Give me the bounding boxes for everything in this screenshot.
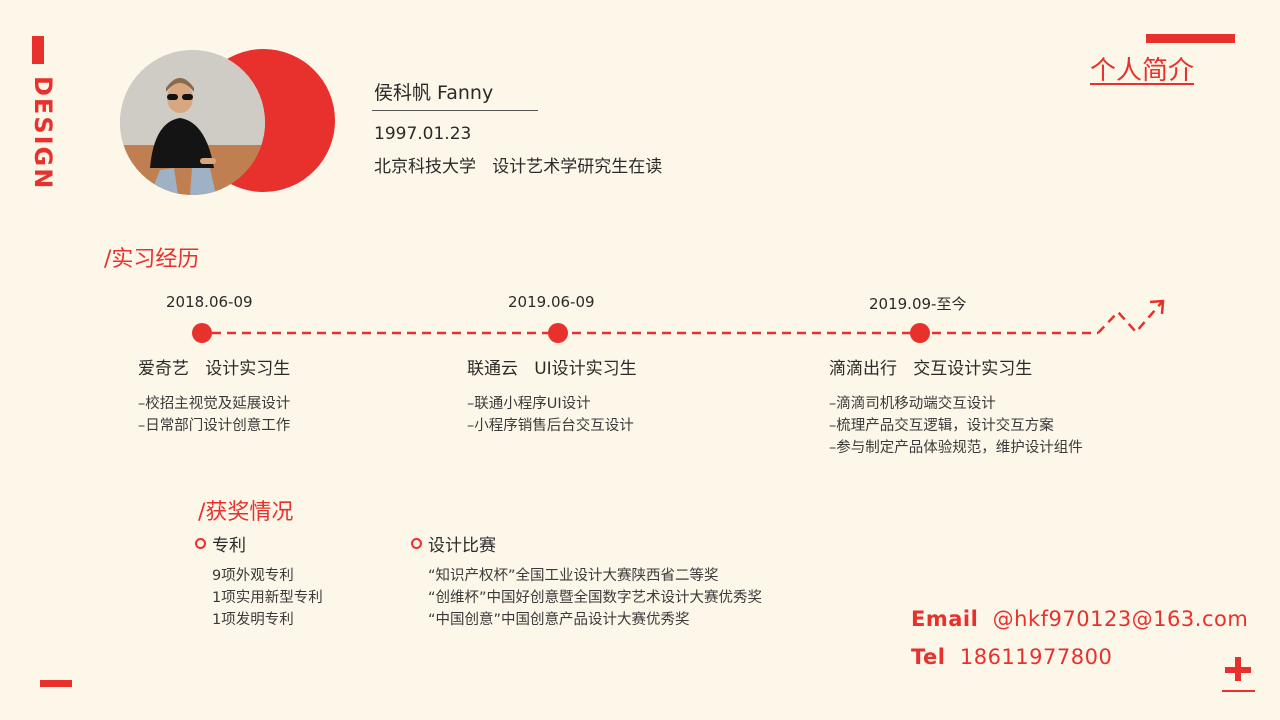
list-item: “中国创意”中国创意产品设计大赛优秀奖 <box>428 612 690 628</box>
tel-label: Tel <box>911 645 946 669</box>
list-item: “创维杯”中国好创意暨全国数字艺术设计大赛优秀奖 <box>428 590 763 606</box>
contact-email: Email @hkf970123@163.com <box>911 607 1248 631</box>
timeline-dot-3 <box>910 323 930 343</box>
side-label: DESIGN <box>29 76 57 191</box>
page-title: 个人简介 <box>1090 56 1195 86</box>
list-item: –日常部门设计创意工作 <box>138 418 291 434</box>
list-item: “知识产权杯”全国工业设计大赛陕西省二等奖 <box>428 568 719 584</box>
timeline-items-1: –校招主视觉及延展设计 –日常部门设计创意工作 <box>138 393 290 437</box>
avatar-photo <box>120 50 265 195</box>
timeline-items-2: –联通小程序UI设计 –小程序销售后台交互设计 <box>467 393 634 437</box>
patent-list: 9项外观专利 1项实用新型专利 1项发明专利 <box>212 565 323 631</box>
competition-list: “知识产权杯”全国工业设计大赛陕西省二等奖 “创维杯”中国好创意暨全国数字艺术设… <box>428 565 762 631</box>
plus-underline <box>1222 690 1255 692</box>
competition-label: 设计比赛 <box>428 536 496 556</box>
avatar <box>120 50 265 195</box>
timeline-line <box>212 299 1165 335</box>
ring-bullet-icon <box>195 538 206 549</box>
plus-icon-vertical <box>1235 657 1241 681</box>
awards-heading: /获奖情况 <box>198 500 294 525</box>
patent-label: 专利 <box>212 536 246 556</box>
name-divider <box>372 110 538 111</box>
timeline-company-2: 联通云 UI设计实习生 <box>467 359 637 379</box>
side-accent-bar-top <box>32 36 44 64</box>
ring-bullet-icon <box>411 538 422 549</box>
title-accent-bar <box>1146 34 1235 43</box>
timeline-company-1: 爱奇艺 设计实习生 <box>138 359 291 379</box>
email-value: @hkf970123@163.com <box>992 607 1249 631</box>
timeline-dot-1 <box>192 323 212 343</box>
arrow-up-right-icon <box>1097 301 1163 334</box>
list-item: –校招主视觉及延展设计 <box>138 396 291 412</box>
list-item: –梳理产品交互逻辑，设计交互方案 <box>829 418 1054 434</box>
list-item: 1项实用新型专利 <box>212 590 323 606</box>
tel-value: 18611977800 <box>959 645 1113 669</box>
timeline-items-3: –滴滴司机移动端交互设计 –梳理产品交互逻辑，设计交互方案 –参与制定产品体验规… <box>829 393 1083 459</box>
profile-school: 北京科技大学 设计艺术学研究生在读 <box>374 157 663 177</box>
contact-tel: Tel 18611977800 <box>911 645 1112 669</box>
timeline-company-3: 滴滴出行 交互设计实习生 <box>829 359 1033 379</box>
profile-name: 侯科帆 Fanny <box>374 82 494 104</box>
list-item: –滴滴司机移动端交互设计 <box>829 396 996 412</box>
timeline-dot-2 <box>548 323 568 343</box>
timeline-date-3: 2019.09-至今 <box>869 295 967 313</box>
email-label: Email <box>911 607 979 631</box>
list-item: –联通小程序UI设计 <box>467 396 591 412</box>
side-accent-bar-bottom <box>40 680 72 687</box>
list-item: 9项外观专利 <box>212 568 294 584</box>
timeline-date-1: 2018.06-09 <box>166 293 253 311</box>
timeline-date-2: 2019.06-09 <box>508 293 595 311</box>
list-item: –小程序销售后台交互设计 <box>467 418 634 434</box>
list-item: –参与制定产品体验规范，维护设计组件 <box>829 440 1083 456</box>
list-item: 1项发明专利 <box>212 612 294 628</box>
internship-heading: /实习经历 <box>104 247 200 272</box>
profile-birth: 1997.01.23 <box>374 124 472 144</box>
